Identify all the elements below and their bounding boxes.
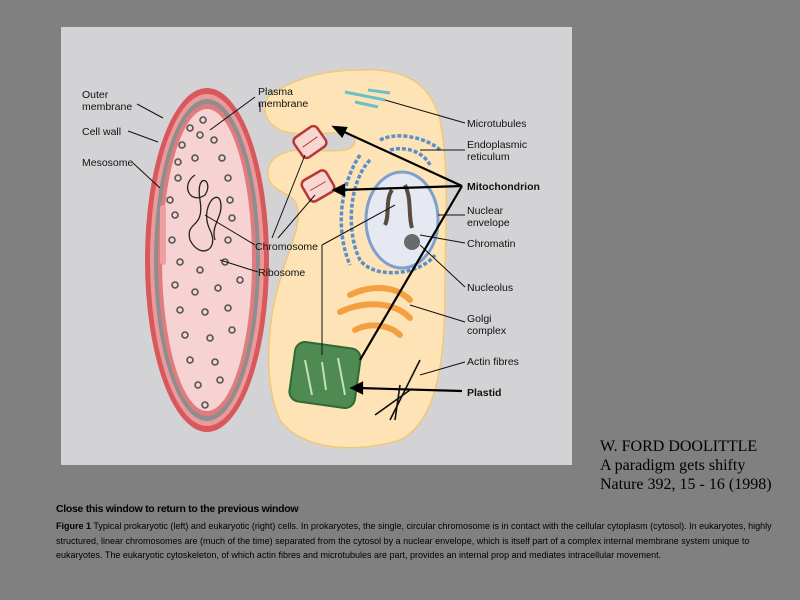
label-mitochondrion: Mitochondrion [467, 181, 540, 193]
ribosome-dot [194, 381, 202, 389]
ribosome-dot [224, 304, 232, 312]
ribosome-dot [211, 358, 219, 366]
reference-block: W. FORD DOOLITTLE A paradigm gets shifty… [600, 437, 772, 494]
reference-author: W. FORD DOOLITTLE [600, 438, 758, 455]
reference-citation: Nature 392, 15 - 16 (1998) [600, 476, 772, 493]
ribosome-dot [191, 154, 199, 162]
ribosome-dot [201, 308, 209, 316]
mitochondrion [292, 124, 336, 203]
ribosome-dot [224, 174, 232, 182]
ribosome-dot [224, 236, 232, 244]
label-chromatin: Chromatin [467, 238, 516, 250]
ribosome-dot [196, 131, 204, 139]
ribosome-dot [176, 306, 184, 314]
label-ribosome: Ribosome [258, 267, 305, 279]
ribosome-dot [174, 174, 182, 182]
ribosome-dot [226, 196, 234, 204]
ribosome-dot [228, 326, 236, 334]
label-microtubules: Microtubules [467, 118, 527, 130]
ribosome-dot [214, 284, 222, 292]
ribosome-dot [174, 158, 182, 166]
ribosome-dot [191, 288, 199, 296]
nucleus [364, 170, 440, 270]
label-mesosome: Mesosome [82, 157, 134, 169]
eukaryotic-cell [264, 69, 447, 449]
ribosomes [166, 116, 244, 409]
ribosome-dot [228, 214, 236, 222]
nucleolus [404, 234, 420, 250]
ribosome-dot [201, 401, 209, 409]
mesosome [160, 205, 166, 265]
ribosome-dot [196, 266, 204, 274]
label-nucleolus: Nucleolus [467, 282, 513, 294]
ribosome-dot [236, 276, 244, 284]
label-actin-fibres: Actin fibres [467, 356, 519, 368]
figure-caption: Figure 1 Typical prokaryotic (left) and … [56, 519, 791, 563]
ribosome-dot [218, 154, 226, 162]
leader-lines [127, 96, 466, 376]
label-plastid: Plastid [467, 387, 501, 399]
ribosome-dot [168, 236, 176, 244]
ribosome-dot [199, 116, 207, 124]
caption-text: Typical prokaryotic (left) and eukaryoti… [56, 521, 772, 560]
reference-title: A paradigm gets shifty [600, 457, 746, 474]
ribosome-dot [206, 334, 214, 342]
ribosome-dot [176, 258, 184, 266]
chromatin [383, 188, 394, 226]
ribosome-dot [181, 331, 189, 339]
caption-label: Figure 1 [56, 521, 92, 531]
ribosome-dot [171, 211, 179, 219]
prokaryotic-cell [145, 88, 269, 432]
ribosome-dot [171, 281, 179, 289]
ribosome-dot [216, 376, 224, 384]
ribosome-dot [186, 356, 194, 364]
plastid [288, 340, 362, 410]
label-chromosome: Chromosome [255, 241, 318, 253]
ribosome-dot [186, 124, 194, 132]
ribosome-dot [178, 141, 186, 149]
microtubules [344, 88, 391, 109]
pointer-arrows [331, 125, 463, 395]
ribosome-dot [166, 196, 174, 204]
label-cell-wall: Cell wall [82, 126, 121, 138]
close-window-link[interactable]: Close this window to return to the previ… [56, 503, 299, 515]
circular-chromosome [186, 174, 222, 252]
ribosome-dot [210, 136, 218, 144]
